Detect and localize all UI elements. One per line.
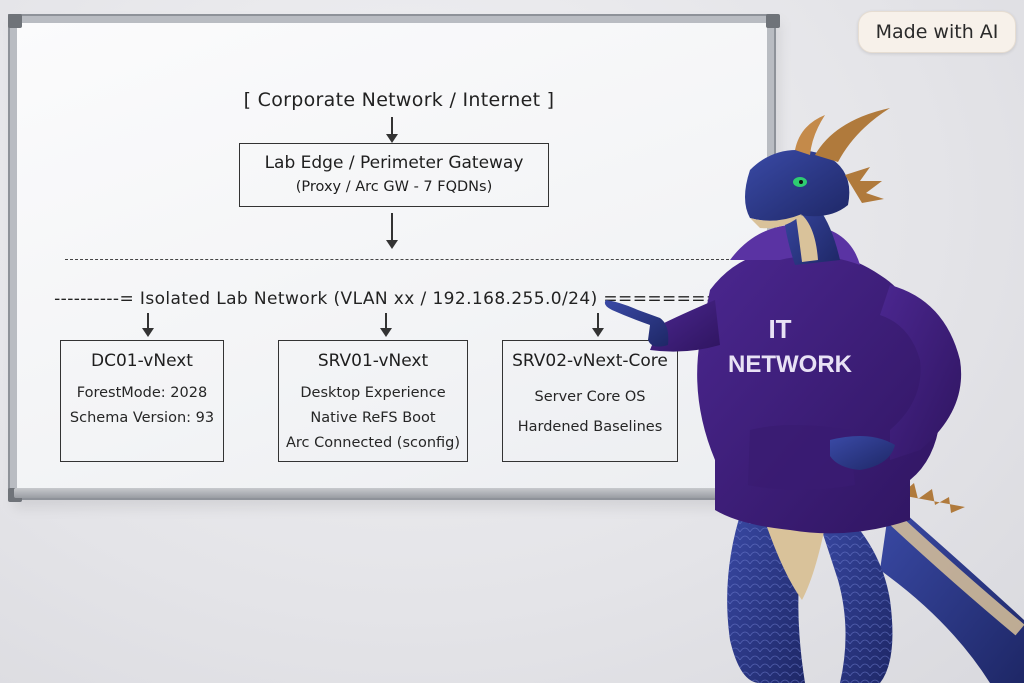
- arrow-to-network: [386, 213, 398, 249]
- arrow-to-srv01: [380, 313, 392, 337]
- server-name: DC01-vNext: [91, 351, 193, 371]
- server-detail: Hardened Baselines: [517, 419, 663, 435]
- arrow-to-dc01: [142, 313, 154, 337]
- server-name: SRV02-vNext-Core: [512, 351, 668, 371]
- corporate-network-label: [ Corporate Network / Internet ]: [243, 89, 555, 111]
- gateway-box: Lab Edge / Perimeter Gateway (Proxy / Ar…: [239, 143, 549, 207]
- marker-tray: [14, 488, 772, 498]
- dragon-presenter-illustration: IT NETWORK: [604, 108, 1024, 683]
- gateway-title: Lab Edge / Perimeter Gateway: [264, 153, 524, 173]
- arrow-to-gateway: [386, 117, 398, 143]
- server-detail: Schema Version: 93: [69, 410, 215, 426]
- dragon-hand-pointing: [604, 300, 669, 347]
- server-detail: Desktop Experience: [300, 385, 446, 401]
- dragon-hand-hip: [830, 436, 895, 470]
- server-detail: Server Core OS: [534, 389, 646, 405]
- gateway-subtitle: (Proxy / Arc GW - 7 FQDNs): [295, 179, 493, 195]
- isolated-network-label: ----------= Isolated Lab Network (VLAN x…: [54, 289, 750, 309]
- frame-corner: [8, 14, 22, 28]
- server-detail: Native ReFS Boot: [310, 410, 436, 426]
- server-detail: Arc Connected (sconfig): [285, 435, 461, 451]
- server-box-dc01: DC01-vNext ForestMode: 2028 Schema Versi…: [60, 340, 224, 462]
- server-detail: ForestMode: 2028: [76, 385, 208, 401]
- shirt-text-network: NETWORK: [728, 351, 853, 378]
- network-dashed-line: [65, 259, 729, 260]
- dragon-horn: [795, 115, 825, 155]
- shirt-text-it: IT: [768, 314, 791, 344]
- made-with-ai-badge: Made with AI: [858, 11, 1016, 53]
- whiteboard: [ Corporate Network / Internet ] Lab Edg…: [8, 14, 776, 500]
- frame-corner: [766, 14, 780, 28]
- server-box-srv02: SRV02-vNext-Core Server Core OS Hardened…: [502, 340, 678, 462]
- hoodie-arm-hip: [880, 285, 962, 460]
- server-name: SRV01-vNext: [317, 351, 429, 371]
- arrow-to-srv02: [592, 313, 604, 337]
- dragon-horn: [815, 108, 890, 162]
- server-box-srv01: SRV01-vNext Desktop Experience Native Re…: [278, 340, 468, 462]
